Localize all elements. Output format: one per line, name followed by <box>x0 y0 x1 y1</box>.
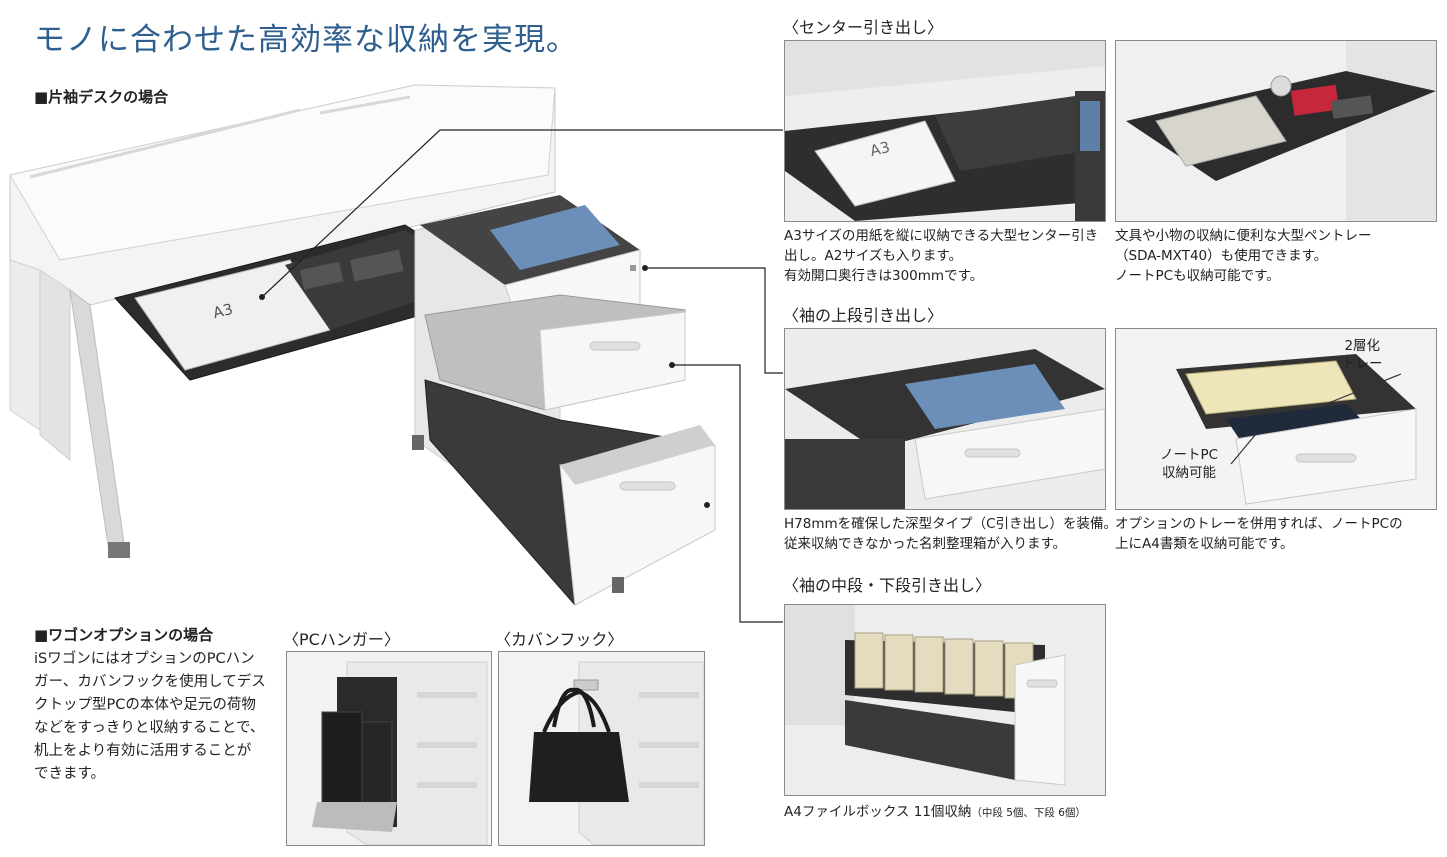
upper-caption-right: オプションのトレーを併用すれば、ノートPCの 上にA4書類を収納可能です。 <box>1115 516 1403 552</box>
pc-hanger-photo <box>286 651 492 846</box>
upper-drawer-photo-deep <box>784 328 1106 510</box>
center-caption-left: A3サイズの用紙を縦に収納できる大型センター引き 出し。A2サイズも入ります。 … <box>784 228 1099 284</box>
mid-low-drawer-photo <box>784 604 1106 796</box>
pc-hanger-heading: 〈PCハンガー〉 <box>283 630 400 649</box>
upper-drawer-heading: 〈袖の上段引き出し〉 <box>783 306 944 325</box>
mid-low-drawer-heading: 〈袖の中段・下段引き出し〉 <box>783 576 992 595</box>
center-drawer-photo-a3 <box>784 40 1106 222</box>
upper-drawer-photo-tray <box>1115 328 1437 510</box>
page-title: モノに合わせた高効率な収納を実現。 <box>34 22 578 58</box>
upper-caption-left: H78mmを確保した深型タイプ（C引き出し）を装備。 従来収納できなかった名刺整… <box>784 516 1118 552</box>
wagon-heading: ■ワゴンオプションの場合 <box>34 626 214 644</box>
single-desk-heading: ■片袖デスクの場合 <box>34 88 169 106</box>
pc-label: ノートPC 収納可能 <box>1160 447 1219 481</box>
wagon-body: iSワゴンにはオプションのPCハン ガー、カバンフックを使用してデス クトップ型… <box>34 651 266 782</box>
tray-label: 2層化 トレー <box>1342 338 1383 372</box>
center-drawer-heading: 〈センター引き出し〉 <box>783 18 944 37</box>
mid-low-caption: A4ファイルボックス 11個収納（中段 5個、下段 6個） <box>784 804 1086 820</box>
center-caption-right: 文具や小物の収納に便利な大型ペントレー （SDA-MXT40）も使用できます。 … <box>1115 228 1372 284</box>
desk-illustration <box>9 84 716 606</box>
bag-hook-heading: 〈カバンフック〉 <box>495 630 624 649</box>
center-drawer-photo-pentray <box>1115 40 1437 222</box>
bag-hook-photo <box>498 651 705 846</box>
